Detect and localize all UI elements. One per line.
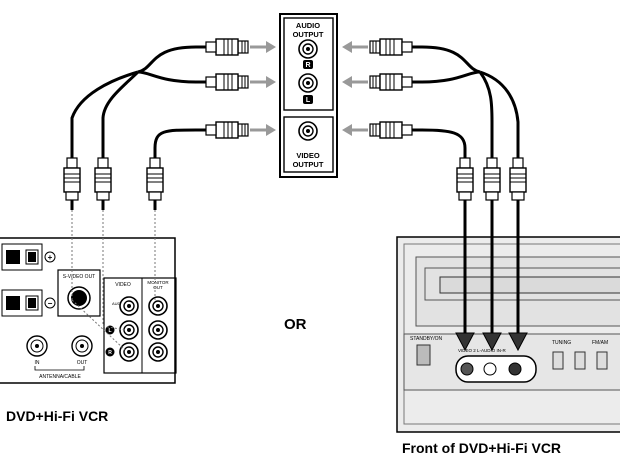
audio-output-label-2: OUTPUT bbox=[293, 30, 324, 39]
rear-r-marker: R bbox=[108, 350, 112, 356]
monitor-out-label-2: OUT bbox=[153, 285, 163, 290]
rear-video-label: VIDEO bbox=[115, 282, 131, 288]
standby-label: STANDBY/ON bbox=[410, 336, 443, 342]
svg-text:−: − bbox=[48, 299, 53, 308]
rear-out-label: OUT bbox=[77, 360, 88, 366]
or-label: OR bbox=[284, 316, 307, 333]
right-vertical-plugs bbox=[455, 146, 528, 212]
rear-guides bbox=[71, 210, 156, 351]
front-cables bbox=[463, 210, 520, 333]
audio-output-label-1: AUDIO bbox=[296, 21, 320, 30]
rear-audio-label: AUDIO bbox=[112, 301, 125, 306]
arrows bbox=[250, 41, 368, 136]
left-vertical-plugs bbox=[62, 146, 165, 212]
front-arrowheads bbox=[455, 332, 528, 352]
audio-l-jack bbox=[298, 73, 318, 93]
video-output-label-1: VIDEO bbox=[296, 151, 320, 160]
video-output-label-2: OUTPUT bbox=[293, 160, 324, 169]
video-jack bbox=[298, 121, 318, 141]
svg-text:+: + bbox=[48, 253, 53, 262]
vcr-front: STANDBY/ON VIDEO 2 L-AUDIO IN-R TUNING F… bbox=[396, 236, 620, 433]
rear-caption: DVD+Hi-Fi VCR bbox=[6, 408, 109, 424]
jack-r-label: R bbox=[305, 62, 310, 69]
rear-l-marker: L bbox=[108, 328, 111, 334]
jack-l-label: L bbox=[306, 97, 311, 104]
front-input-label: VIDEO 2 L-AUDIO IN-R bbox=[458, 348, 507, 353]
left-plugs bbox=[194, 37, 250, 140]
monitor-out-label-1: MONITOR bbox=[147, 280, 169, 285]
tuning-label: TUNING bbox=[552, 340, 571, 346]
front-caption: Front of DVD+Hi-Fi VCR bbox=[402, 440, 562, 456]
rear-panel: + − S-VIDEO OUT VIDEO MONITOR OUT AUDIO … bbox=[0, 237, 177, 384]
right-plugs bbox=[368, 37, 424, 140]
left-cables bbox=[70, 45, 197, 149]
antenna-label: ANTENNA/CABLE bbox=[39, 374, 81, 380]
fmam-label: FM/AM bbox=[592, 340, 608, 346]
audio-r-jack bbox=[298, 39, 318, 59]
rear-in-label: IN bbox=[35, 360, 40, 366]
right-cables bbox=[421, 45, 520, 149]
svideo-out-label: S-VIDEO OUT bbox=[63, 274, 96, 280]
output-panel: AUDIO OUTPUT R L VIDEO OUTPUT bbox=[279, 13, 338, 178]
